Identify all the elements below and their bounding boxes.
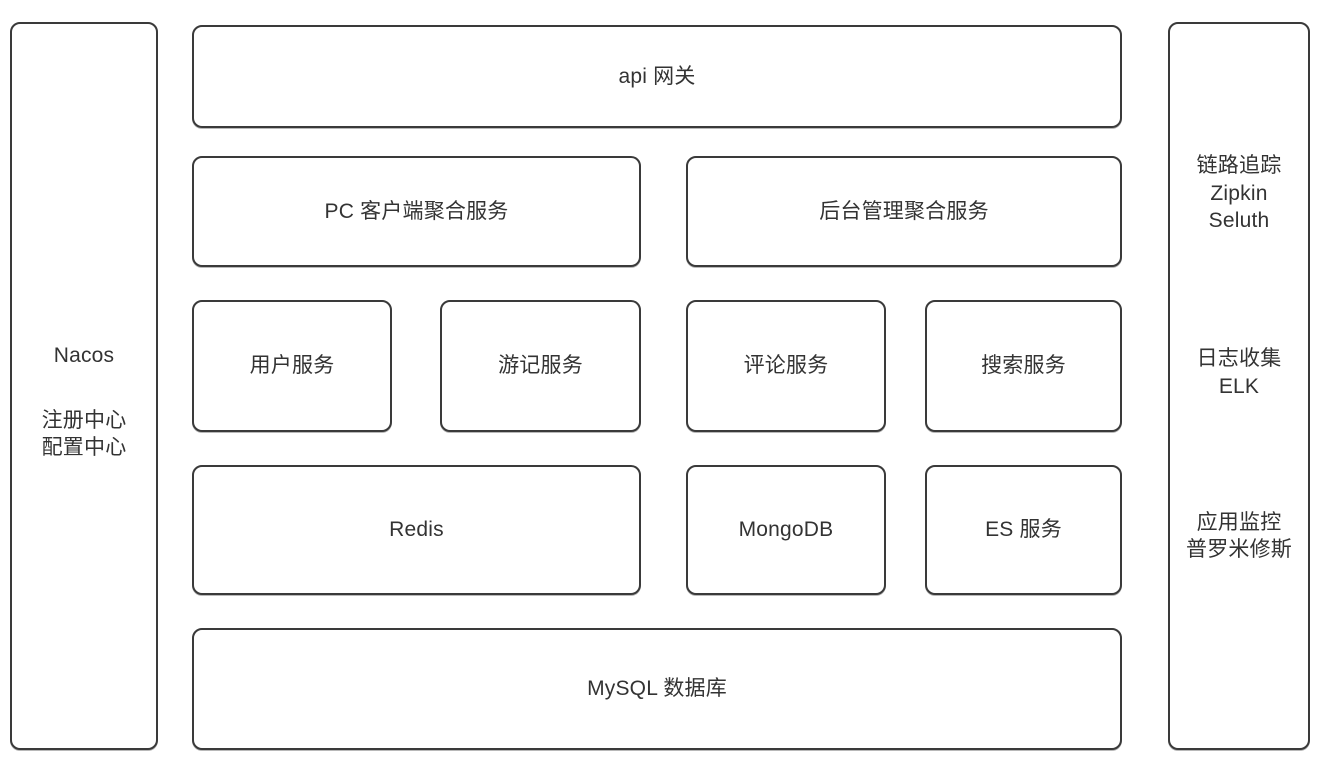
api-gateway-node[interactable]: api 网关: [192, 25, 1122, 128]
travel-note-service-node[interactable]: 游记服务: [440, 300, 641, 432]
user-service-label: 用户服务: [249, 354, 335, 378]
user-service-node[interactable]: 用户服务: [192, 300, 392, 432]
mysql-database-node[interactable]: MySQL 数据库: [192, 628, 1122, 750]
search-service-label: 搜索服务: [981, 354, 1066, 378]
mongodb-node[interactable]: MongoDB: [686, 465, 886, 595]
travel-note-service-label: 游记服务: [498, 354, 583, 378]
trace-tool-seluth: Seluth: [1208, 209, 1270, 233]
search-service-node[interactable]: 搜索服务: [925, 300, 1122, 432]
comment-service-node[interactable]: 评论服务: [686, 300, 886, 432]
pc-client-aggregation-node[interactable]: PC 客户端聚合服务: [192, 156, 641, 267]
trace-tool-zipkin: Zipkin: [1210, 181, 1268, 205]
comment-service-label: 评论服务: [743, 354, 829, 378]
redis-node[interactable]: Redis: [192, 465, 641, 595]
mysql-database-label: MySQL 数据库: [587, 677, 727, 701]
observability-panel[interactable]: 链路追踪 Zipkin Seluth 日志收集 ELK 应用监控 普罗米修斯: [1168, 22, 1310, 750]
trace-group: 链路追踪 Zipkin Seluth: [1170, 152, 1308, 235]
es-service-node[interactable]: ES 服务: [925, 465, 1122, 595]
logging-group: 日志收集 ELK: [1170, 345, 1308, 400]
logging-title: 日志收集: [1196, 347, 1282, 371]
nacos-subtitle-group: 注册中心 配置中心: [12, 407, 156, 462]
nacos-line-registry: 注册中心: [41, 408, 127, 432]
monitoring-group: 应用监控 普罗米修斯: [1170, 509, 1308, 564]
admin-aggregation-node[interactable]: 后台管理聚合服务: [686, 156, 1122, 267]
trace-title: 链路追踪: [1196, 154, 1282, 177]
logging-tool-elk: ELK: [1218, 374, 1260, 398]
pc-client-aggregation-label: PC 客户端聚合服务: [324, 199, 509, 223]
nacos-line-config: 配置中心: [41, 436, 127, 460]
redis-label: Redis: [389, 518, 444, 542]
mongodb-label: MongoDB: [738, 518, 834, 542]
monitoring-title: 应用监控: [1196, 510, 1282, 534]
nacos-title: Nacos: [53, 344, 115, 367]
nacos-panel[interactable]: Nacos 注册中心 配置中心: [10, 22, 158, 750]
admin-aggregation-label: 后台管理聚合服务: [819, 199, 989, 223]
monitoring-tool-prometheus: 普罗米修斯: [1186, 538, 1292, 562]
api-gateway-label: api 网关: [618, 64, 696, 88]
es-service-label: ES 服务: [985, 518, 1062, 542]
nacos-title-group: Nacos: [12, 342, 156, 370]
